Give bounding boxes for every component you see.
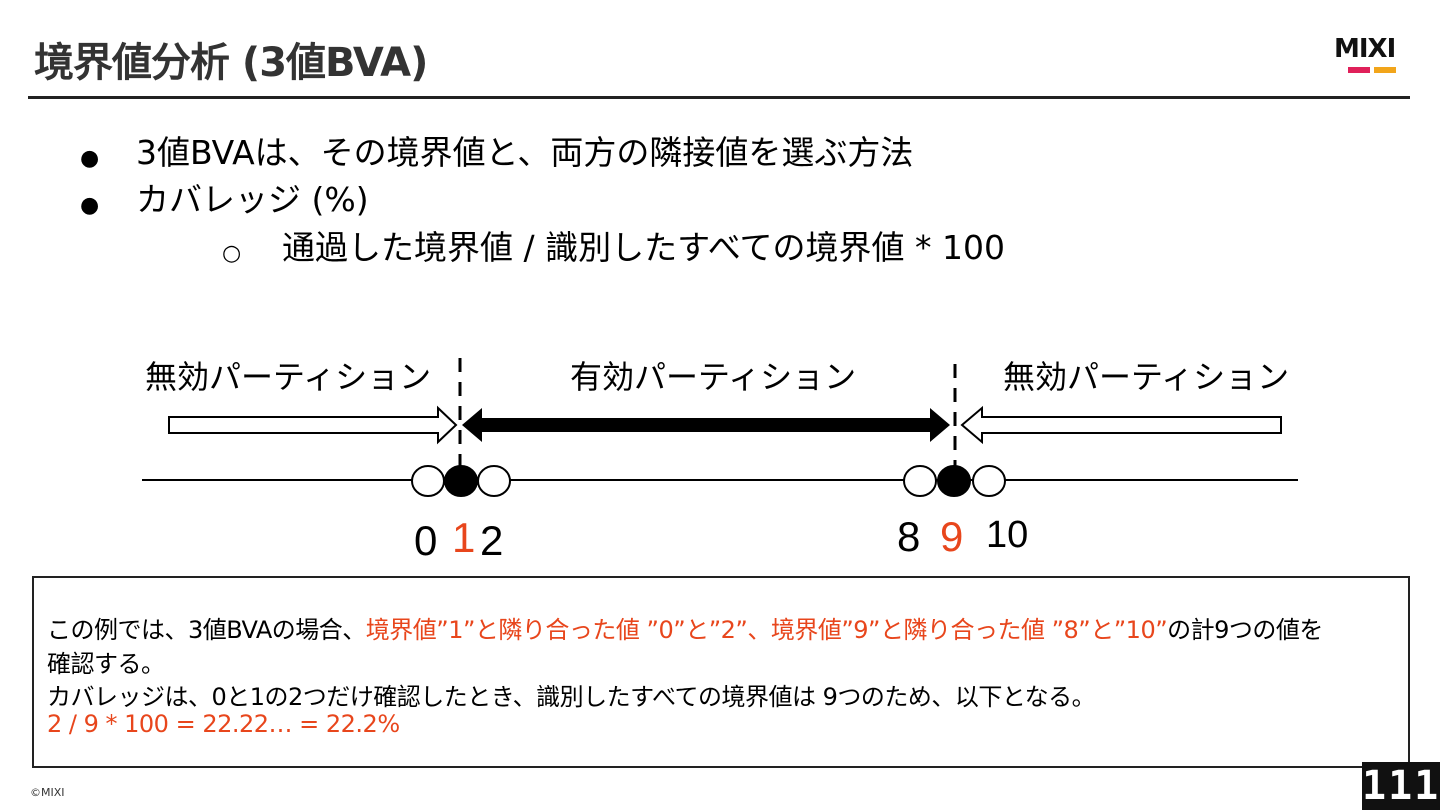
point-10: [972, 465, 1006, 497]
arrow-valid-range: [462, 408, 950, 442]
invalid-partition-left-label: 無効パーティション: [145, 358, 432, 396]
slide-title: 境界値分析 (3値BVA): [34, 40, 428, 86]
explanation-text: この例では、3値BVAの場合、: [47, 616, 366, 644]
logo-accent-orange: [1374, 67, 1396, 73]
value-10-label: 10: [986, 514, 1029, 556]
logo-text: MIXI: [1334, 34, 1396, 64]
point-0: [411, 465, 445, 497]
title-divider: [28, 96, 1410, 99]
value-9-label: 9: [940, 513, 964, 560]
point-1-boundary: [444, 465, 478, 497]
arrow-invalid-left: [168, 405, 458, 445]
explanation-line-3: カバレッジは、0と1の2つだけ確認したとき、識別したすべての境界値は 9つのため…: [47, 683, 1096, 711]
value-8-label: 8: [897, 513, 921, 560]
valid-partition-label: 有効パーティション: [570, 358, 857, 396]
value-2-label: 2: [480, 517, 504, 564]
point-2: [477, 465, 511, 497]
coverage-formula: 2 / 9 * 100 = 22.22… = 22.2%: [47, 710, 400, 738]
arrow-invalid-right: [960, 405, 1282, 445]
explanation-line-2: 確認する。: [47, 650, 165, 678]
explanation-line-1: この例では、3値BVAの場合、境界値”1”と隣り合った値 ”0”と”2”、境界値…: [47, 610, 1323, 645]
bullet-circle-icon: ○: [222, 241, 242, 266]
bullet-text: カバレッジ (%): [136, 180, 369, 219]
page-number: 111: [1362, 762, 1440, 810]
point-8: [903, 465, 937, 497]
bullet-dot-icon: ●: [80, 193, 100, 218]
value-1-label: 1: [452, 514, 476, 561]
bullet-text: 通過した境界値 / 識別したすべての境界値 * 100: [282, 228, 1005, 267]
point-9-boundary: [937, 465, 971, 497]
copyright: ©MIXI: [30, 786, 65, 799]
bullet-dot-icon: ●: [80, 146, 100, 171]
value-0-label: 0: [414, 517, 438, 564]
explanation-box: この例では、3値BVAの場合、境界値”1”と隣り合った値 ”0”と”2”、境界値…: [32, 576, 1410, 768]
mixi-logo: MIXI: [1334, 36, 1410, 74]
explanation-text: の計9つの値を: [1167, 616, 1323, 644]
logo-accent-pink: [1348, 67, 1370, 73]
explanation-highlight: 境界値”1”と隣り合った値 ”0”と”2”、境界値”9”と隣り合った値 ”8”と…: [365, 616, 1168, 644]
bullet-text: 3値BVAは、その境界値と、両方の隣接値を選ぶ方法: [136, 133, 914, 172]
invalid-partition-right-label: 無効パーティション: [1003, 358, 1290, 396]
